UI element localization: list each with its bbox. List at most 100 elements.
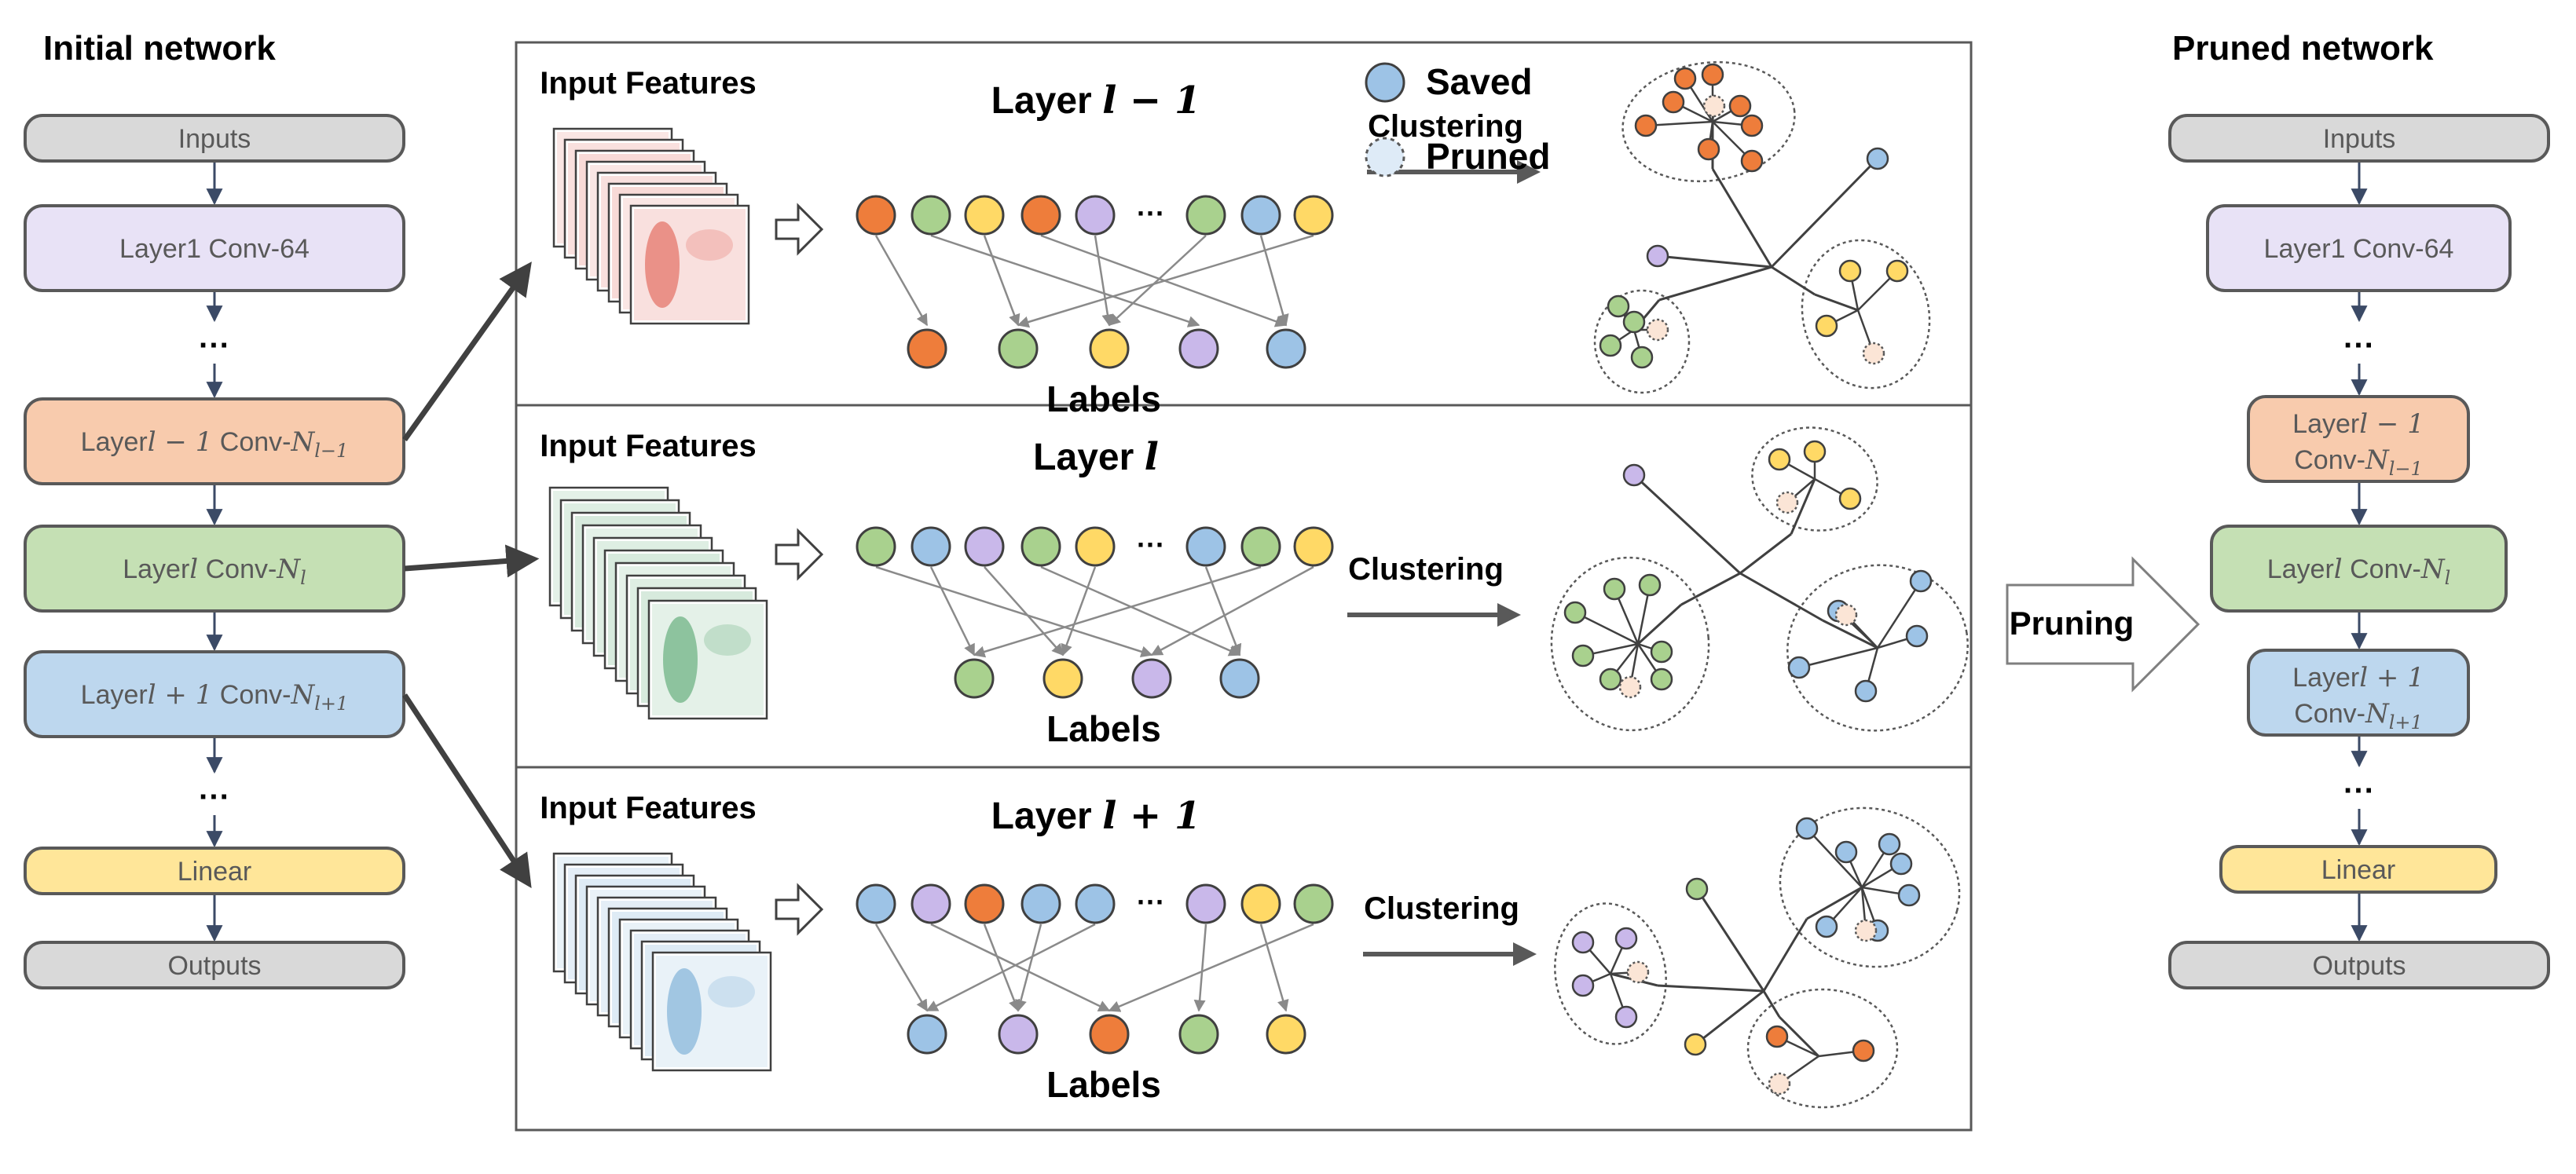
pruned-node <box>1702 94 1726 118</box>
layer-node-yellow <box>1293 195 1334 236</box>
node-ellipsis: ··· <box>1137 886 1165 918</box>
saved-node-yellow <box>1838 259 1862 283</box>
label-node-yellow <box>1042 658 1083 699</box>
saved-node-orange <box>1852 1039 1875 1062</box>
node-ellipsis: ··· <box>1137 528 1165 561</box>
pruned-block-layer_next-label: Conv-Nl+1 <box>2294 698 2423 733</box>
pruned-node <box>1646 318 1669 342</box>
layer-node-green <box>1185 195 1226 236</box>
layer-node-green <box>1021 526 1061 567</box>
layer-node-green <box>911 195 951 236</box>
legend-saved-marker <box>1365 62 1405 103</box>
saved-node-blue <box>1909 569 1933 593</box>
legend-saved-label: Saved <box>1426 61 1533 102</box>
pruned-block-inputs <box>2168 114 2550 163</box>
initial-block-layer_next <box>24 650 405 738</box>
layer-node-blue <box>1075 883 1116 924</box>
saved-node-green <box>1650 667 1673 691</box>
saved-node-orange <box>1701 63 1724 86</box>
saved-node-orange <box>1740 149 1764 173</box>
layer-node-purple <box>911 883 951 924</box>
pruned-ellipsis: ··· <box>2343 328 2375 363</box>
label-node-orange <box>907 328 947 369</box>
link-arrow-cur <box>404 544 540 578</box>
saved-node-green <box>1622 310 1646 334</box>
saved-node-blue <box>1815 915 1838 938</box>
layer-node-blue <box>911 526 951 567</box>
layer-node-yellow <box>1240 883 1281 924</box>
pruned-block-layer_prev <box>2247 395 2470 483</box>
labels-caption: Labels <box>1046 379 1161 419</box>
saved-node-orange <box>1740 114 1764 137</box>
saved-node-orange <box>1728 94 1752 118</box>
saved-node-green <box>1685 877 1709 901</box>
clustering-label: Clustering <box>1368 109 1523 144</box>
feature-map <box>647 599 768 720</box>
saved-node-green <box>1638 573 1662 597</box>
node-ellipsis: ··· <box>1137 197 1165 229</box>
layer-node-yellow <box>964 195 1005 236</box>
layer-node-green <box>1293 883 1334 924</box>
feature-map-stack <box>552 852 772 1072</box>
pruned-block-outputs <box>2168 941 2550 989</box>
saved-node-yellow <box>1684 1033 1707 1056</box>
initial-block-inputs-label: Inputs <box>178 124 251 154</box>
pruned-ellipsis: ··· <box>2343 774 2375 808</box>
label-edges <box>874 234 1314 328</box>
initial-network-title: Initial network <box>43 29 276 68</box>
label-edges <box>875 565 1314 658</box>
initial-ellipsis: ··· <box>199 328 230 363</box>
pruning-arrow-shape <box>2006 556 2200 693</box>
pruning-arrow: Pruning <box>2006 556 2200 693</box>
layer-node-blue <box>1240 195 1281 236</box>
pruned-block-layer_prev-label: Conv-Nl−1 <box>2294 444 2423 480</box>
pruned-block-layer1 <box>2206 204 2512 292</box>
legend-pruned-marker <box>1365 137 1405 177</box>
panels-frame <box>515 41 1973 1132</box>
cluster-tree <box>1554 806 1961 1109</box>
initial-block-layer_prev <box>24 397 405 485</box>
saved-node-blue <box>1889 852 1913 876</box>
saved-node-blue <box>1878 832 1901 856</box>
feature-map-stack <box>548 486 768 720</box>
initial-block-layer1 <box>24 204 405 292</box>
pruned-block-layer_cur-label: Layerl Conv-Nl <box>2267 554 2451 589</box>
saved-node-purple <box>1614 1005 1638 1029</box>
layer-node-orange <box>856 195 896 236</box>
clustering-label: Clustering <box>1364 891 1519 926</box>
initial-block-inputs <box>24 114 405 163</box>
label-node-green <box>1178 1014 1219 1055</box>
layer-node-blue <box>856 883 896 924</box>
saved-node-purple <box>1571 931 1595 954</box>
saved-node-green <box>1599 334 1622 357</box>
label-node-blue <box>1219 658 1260 699</box>
pruned-block-inputs-label: Inputs <box>2323 124 2396 154</box>
cluster-ellipse <box>1621 60 1796 183</box>
saved-node-yellow <box>1815 314 1838 338</box>
layer-node-orange <box>1021 195 1061 236</box>
legend: Saved Pruned <box>1365 61 1550 177</box>
initial-block-outputs-label: Outputs <box>167 951 261 981</box>
pruned-node <box>1854 919 1878 942</box>
layer-node-yellow <box>1293 526 1334 567</box>
initial-block-linear-label: Linear <box>178 857 252 887</box>
feature-map <box>651 951 772 1072</box>
saved-node-orange <box>1673 67 1697 90</box>
saved-node-yellow <box>1838 487 1862 510</box>
initial-block-layer_next-label: Layerl + 1 Conv-Nl+1 <box>81 679 349 715</box>
saved-node-blue <box>1866 147 1889 170</box>
pruned-network-title: Pruned network <box>2172 29 2434 68</box>
label-node-purple <box>1178 328 1219 369</box>
cluster-ellipse <box>1554 902 1667 1045</box>
saved-node-blue <box>1787 656 1811 679</box>
initial-block-layer_cur <box>24 525 405 613</box>
input-features-label: Input Features <box>540 66 757 101</box>
input-features-label: Input Features <box>540 791 757 825</box>
cluster-tree <box>1593 60 1931 394</box>
saved-node-green <box>1563 601 1587 624</box>
